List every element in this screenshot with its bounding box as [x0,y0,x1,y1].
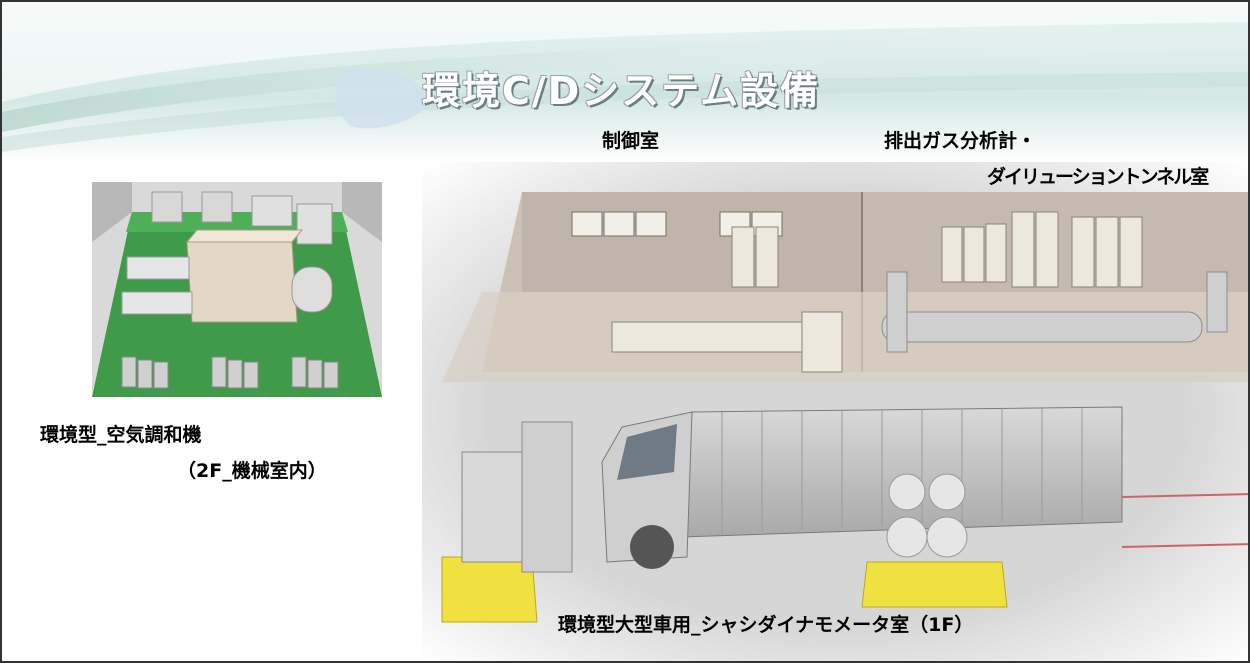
facility-illustration [422,162,1248,661]
air-conditioner-label: 環境型_空気調和機 [40,424,202,446]
exhaust-analyzer-label: 排出ガス分析計・ [884,130,1037,152]
control-room-label: 制御室 [602,130,660,152]
mechanical-room-label: （2F_機械室内） [177,460,327,482]
dilution-tunnel-label: ダイリューショントンネル室 [987,166,1209,188]
page-title: 環境C/Dシステム設備 [422,69,821,113]
banner-background [2,2,1248,162]
air-conditioner-room-illustration [92,182,382,397]
chassis-dynamometer-label: 環境型大型車用_シャシダイナモメータ室（1F） [558,614,974,636]
